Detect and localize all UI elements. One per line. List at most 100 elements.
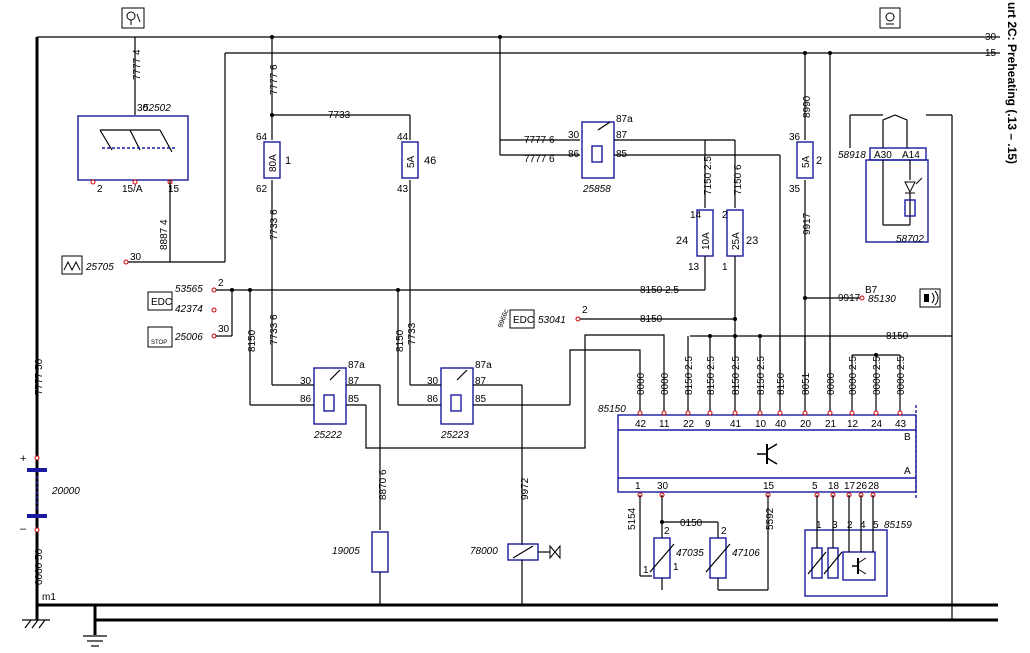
svg-text:1: 1 xyxy=(643,565,649,576)
ecu-top-pin-label: 21 xyxy=(825,419,837,430)
fuse-1 xyxy=(263,141,281,179)
ecu-bottom-pin-label: 18 xyxy=(828,481,840,492)
label-25006: 25006 xyxy=(174,332,203,343)
ecu-pin-dot xyxy=(637,410,643,416)
label-19005: 19005 xyxy=(332,546,360,557)
svg-text:B7: B7 xyxy=(865,285,878,296)
ecu-bottom-pin-label: 15 xyxy=(763,481,775,492)
chassis-ground-icon xyxy=(22,619,50,629)
svg-text:87: 87 xyxy=(616,130,628,141)
wire-5592: 5592 xyxy=(765,507,776,530)
svg-text:64: 64 xyxy=(256,132,268,143)
wire-8150d: 8150 xyxy=(247,329,258,352)
ecu-transistor-icon xyxy=(757,443,778,465)
battery-20000 xyxy=(27,455,47,533)
svg-text:2: 2 xyxy=(664,526,670,537)
wire-0150: 0150 xyxy=(680,518,703,529)
svg-text:EDC: EDC xyxy=(513,315,534,326)
ecu-85150 xyxy=(617,414,917,493)
svg-text:5: 5 xyxy=(873,520,879,531)
wire-7733b: 7733 xyxy=(407,322,418,345)
svg-text:2: 2 xyxy=(721,526,727,537)
svg-text:2: 2 xyxy=(218,278,224,289)
svg-text:85: 85 xyxy=(348,394,360,405)
svg-text:30: 30 xyxy=(568,130,580,141)
battery-plus: + xyxy=(20,453,26,465)
wire-8990: 8990 xyxy=(802,95,813,118)
ecu-top-pin-label: 40 xyxy=(775,419,787,430)
ecu-bottom-pin-label: 17 xyxy=(844,481,856,492)
svg-text:14: 14 xyxy=(690,210,702,221)
sensor-47035 xyxy=(649,537,675,579)
ecu-pin-dot xyxy=(777,410,783,416)
ecu-top-wire-label: 8150 2.5 xyxy=(731,356,742,395)
svg-text:2: 2 xyxy=(97,184,103,195)
wire-7733-6b: 7733 6 xyxy=(269,314,280,345)
rotated-note: 9966c xyxy=(497,308,510,329)
ecu-top-wire-label: 8051 xyxy=(801,372,812,395)
lamp-58702 xyxy=(865,159,929,243)
svg-text:3: 3 xyxy=(832,520,838,531)
label-58918: 58918 xyxy=(838,150,866,161)
ignition-switch-52502 xyxy=(77,115,189,181)
wire-7777-6a: 7777 6 xyxy=(269,64,280,95)
wire-8887-4: 8887 4 xyxy=(159,219,170,250)
svg-text:1: 1 xyxy=(673,562,679,573)
svg-text:46: 46 xyxy=(424,155,436,167)
wire-9917b: 9917 xyxy=(838,293,861,304)
label-25705: 25705 xyxy=(85,262,114,273)
stop-lamp-icon: STOP xyxy=(147,326,173,348)
label-85150: 85150 xyxy=(598,404,626,415)
ecu-top-wire-label: 0000 xyxy=(636,372,647,395)
wire-7150-25: 7150 2.5 xyxy=(703,156,714,195)
svg-text:10A: 10A xyxy=(701,232,712,250)
wire-8150b: 8150 xyxy=(640,314,663,325)
wire-7150-6: 7150 6 xyxy=(733,164,744,195)
fuse-46 xyxy=(401,141,419,179)
svg-text:87a: 87a xyxy=(475,360,492,371)
svg-text:44: 44 xyxy=(397,132,409,143)
ecu-pin-dot xyxy=(732,410,738,416)
svg-text:5A: 5A xyxy=(406,155,417,168)
label-85159: 85159 xyxy=(884,520,912,531)
svg-text:62: 62 xyxy=(256,184,268,195)
solenoid-78000 xyxy=(507,543,561,561)
ecu-top-pin-label: 12 xyxy=(847,419,859,430)
label-25222: 25222 xyxy=(313,430,342,441)
wire-9917a: 9917 xyxy=(802,212,813,235)
label-52502: 52502 xyxy=(143,103,171,114)
svg-text:2: 2 xyxy=(722,210,728,221)
svg-text:2: 2 xyxy=(582,305,588,316)
label-25858: 25858 xyxy=(582,184,611,195)
bus-15-label: 15 xyxy=(985,48,997,59)
svg-text:A14: A14 xyxy=(902,150,920,161)
relay-25222 xyxy=(313,367,347,425)
wire-8150a: 8150 xyxy=(640,285,663,296)
svg-text:35: 35 xyxy=(789,184,801,195)
wire-8150c: 8150 xyxy=(395,329,406,352)
label-53565: 53565 xyxy=(175,284,203,295)
relay-25858 xyxy=(581,121,615,179)
ignition-key-icon xyxy=(121,7,145,29)
buzzer-icon xyxy=(919,288,941,308)
ground-label-m1: m1 xyxy=(42,592,56,603)
ecu-pin-dot xyxy=(757,410,763,416)
svg-text:30: 30 xyxy=(300,376,312,387)
wire-7777-6b: 7777 6 xyxy=(524,135,555,146)
svg-text:43: 43 xyxy=(397,184,409,195)
label-85130: 85130 xyxy=(868,294,896,305)
wire-0000-50: 0000 50 xyxy=(34,548,45,585)
svg-text:30: 30 xyxy=(218,324,230,335)
ecu-top-pin-label: 43 xyxy=(895,419,907,430)
preheat-indicator-icon xyxy=(879,7,901,29)
label-53041: 53041 xyxy=(538,315,566,326)
label-25223: 25223 xyxy=(440,430,469,441)
ecu-pin-dot xyxy=(685,410,691,416)
svg-text:STOP: STOP xyxy=(151,340,167,346)
svg-text:2.5: 2.5 xyxy=(665,285,679,296)
ecu-top-wire-label: 0000 2.5 xyxy=(896,356,907,395)
wire-8870: 8870 6 xyxy=(378,469,389,500)
svg-text:B: B xyxy=(904,432,911,443)
svg-text:15/A: 15/A xyxy=(122,184,143,195)
